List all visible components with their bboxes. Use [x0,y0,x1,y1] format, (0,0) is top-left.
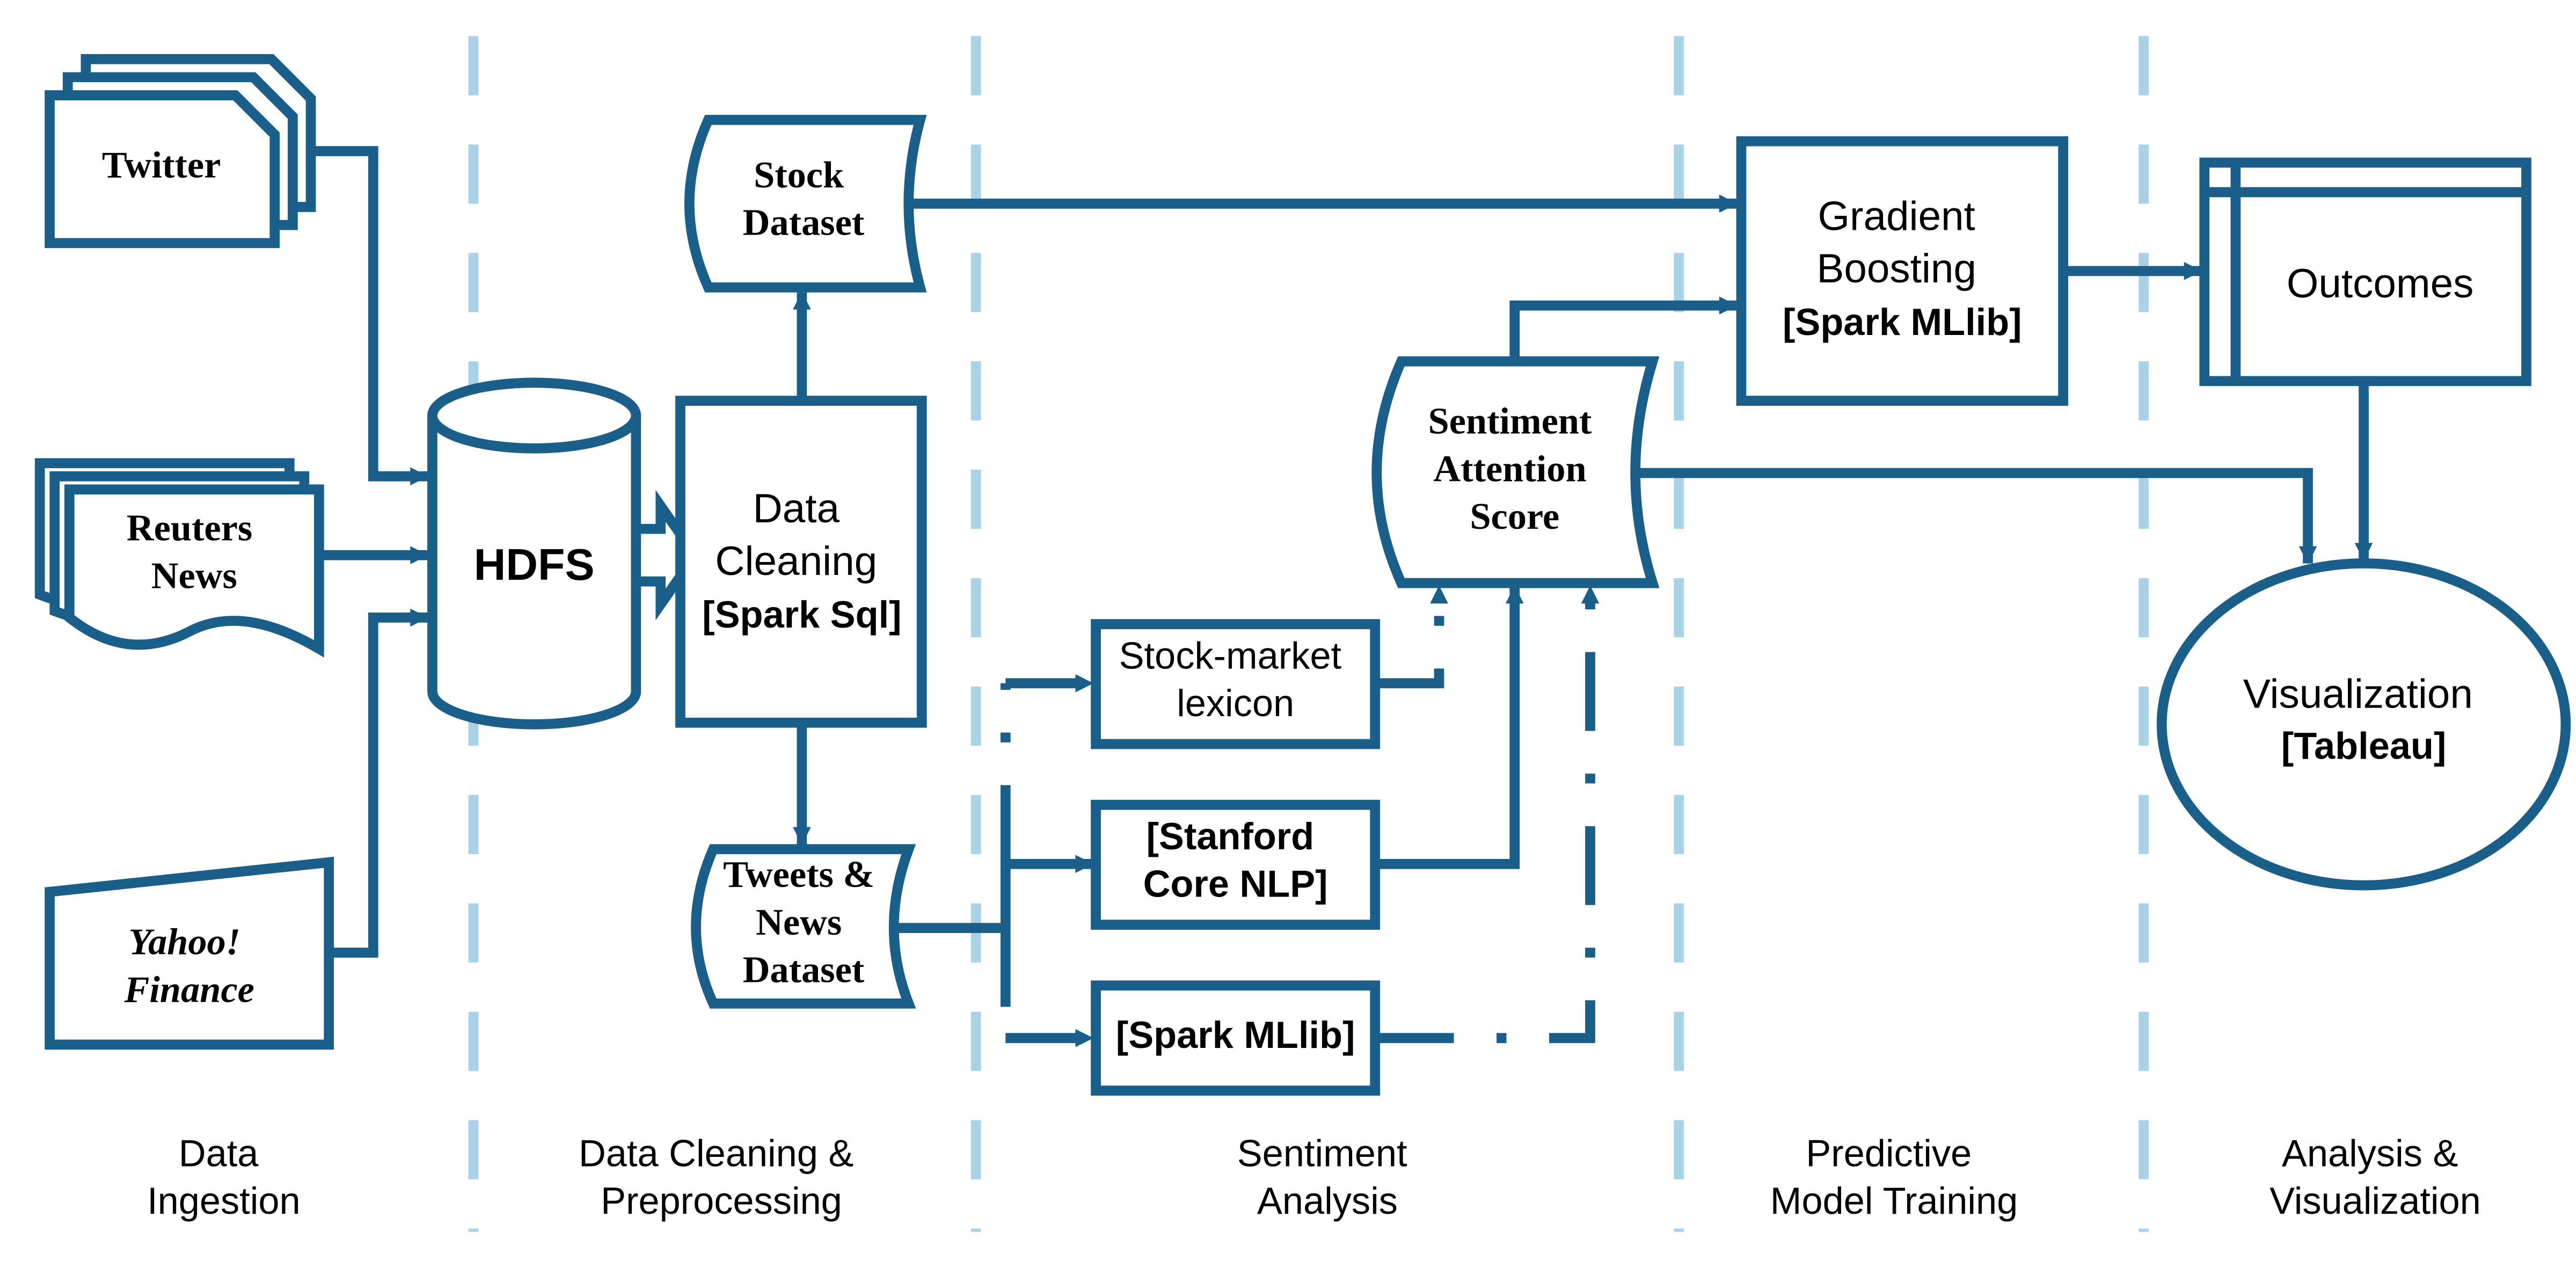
stock-dataset-label: Stock Dataset [743,154,865,244]
arrow-lexicon-to-score [1375,585,1448,689]
stage-label-cleaning: Data Cleaning & Preprocessing [579,1132,864,1222]
visualization-label: Visualization [Tableau] [2243,672,2484,767]
data-cleaning-node: Data Cleaning [Spark Sql] [675,396,927,728]
data-cleaning-label: Data Cleaning [Spark Sql] [702,486,901,636]
reuters-node: Reuters News [34,458,324,658]
stage-label-ingestion: Data Ingestion [147,1132,301,1222]
arrow-mllib-to-score [1375,585,1600,1044]
stanford-node: [Stanford Core NLP] [1091,799,1381,930]
stanford-label: [Stanford Core NLP] [1143,815,1328,905]
spark-mllib-sa-node: [Spark MLlib] [1091,980,1381,1096]
lexicon-label: Stock-market lexicon [1119,634,1352,724]
tweets-dataset-node: Tweets & News Dataset [691,844,916,1009]
reuters-label: Reuters News [127,507,262,597]
gradient-boosting-node: Gradient Boosting [Spark MLlib] [1736,136,2068,406]
stage-labels: Data Ingestion Data Cleaning & Preproces… [147,1132,2481,1222]
outcomes-node: Outcomes [2199,157,2531,387]
stock-dataset-node: Stock Dataset [684,114,927,293]
twitter-label: Twitter [102,144,221,186]
gradient-boosting-label: Gradient Boosting [Spark MLlib] [1783,193,2022,343]
arrow-twitter-to-hdfs [312,146,428,486]
stage-label-training: Predictive Model Training [1770,1132,2018,1222]
stage-label-sentiment: Sentiment Analysis [1237,1132,1418,1222]
arrow-stanford-to-score [1375,585,1524,869]
connectors [312,146,2373,1047]
arrow-score-to-visualization [1631,468,2317,565]
hdfs-label: HDFS [474,540,595,589]
visualization-node: Visualization [Tableau] [2156,558,2571,891]
hdfs-node: HDFS [427,377,641,730]
arrow-score-to-gradient [1509,296,1738,360]
yahoo-node: Yahoo! Finance [45,856,334,1050]
sentiment-score-node: Sentiment Attention Score [1371,356,1660,588]
yahoo-label: Yahoo! Finance [123,921,254,1011]
tweets-dataset-label: Tweets & News Dataset [723,854,884,990]
spark-mllib-sa-label: [Spark MLlib] [1116,1014,1355,1056]
stage-label-visualization: Analysis & Visualization [2269,1132,2481,1222]
outcomes-label: Outcomes [2287,261,2473,307]
twitter-node: Twitter [45,54,316,249]
sentiment-score-label: Sentiment Attention Score [1428,400,1601,537]
arrow-yahoo-to-hdfs [329,608,428,958]
lexicon-node: Stock-market lexicon [1091,619,1381,749]
